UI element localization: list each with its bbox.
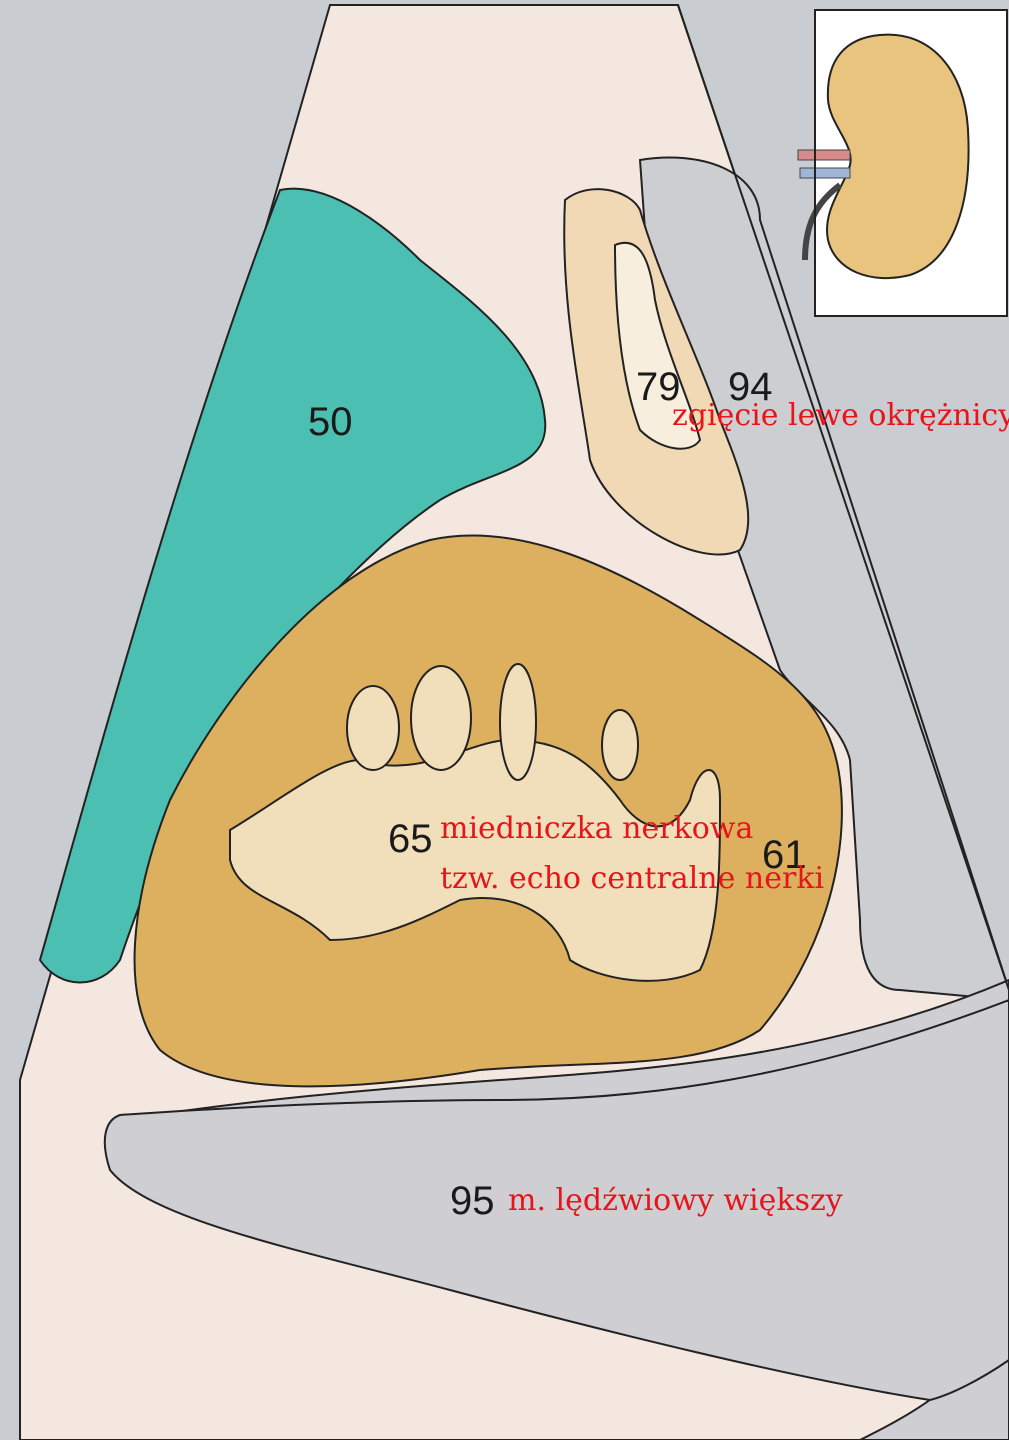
flexure-label: zgięcie lewe okrężnicy [672,398,1009,433]
renal-pelvis-label: miedniczka nerkowa [440,811,753,846]
calyx-3 [500,664,536,780]
inset-vein [800,168,850,178]
calyx-4 [602,710,638,780]
central-echo-label: tzw. echo centralne nerki [440,861,824,896]
psoas-number: 95 [450,1179,495,1223]
calyx-1 [347,686,399,770]
spleen-number: 50 [308,400,353,444]
psoas-label: m. lędźwiowy większy [508,1183,843,1218]
calyx-2 [411,666,471,770]
renal-sinus-number: 65 [388,817,433,861]
inset-artery [798,150,850,160]
